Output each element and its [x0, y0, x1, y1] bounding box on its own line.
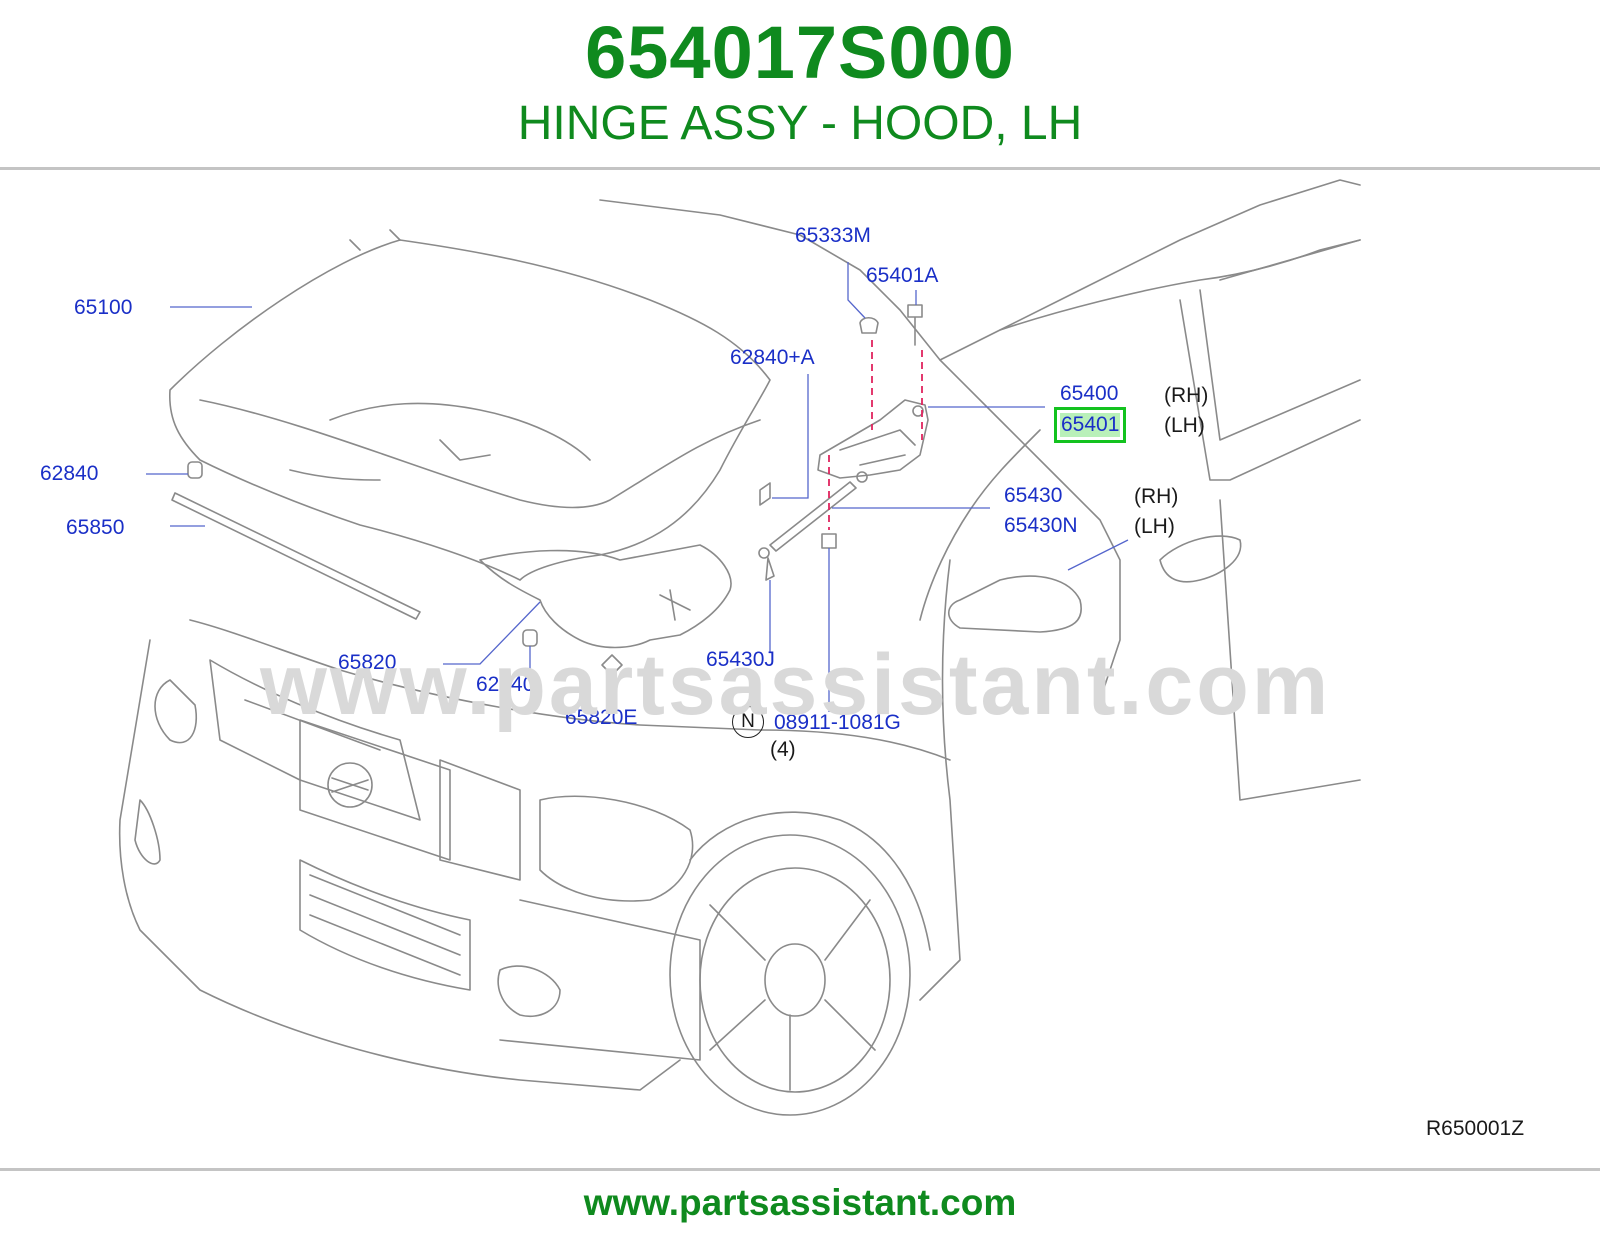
note-badge-n: N: [732, 706, 764, 738]
watermark: www.partsassistant.com: [260, 637, 1332, 733]
vehicle-body: [118, 179, 1361, 1091]
hood-hinge-assembly: [817, 399, 929, 479]
callout-65820E[interactable]: 65820E: [565, 706, 638, 729]
callout-65401A[interactable]: 65401A: [866, 264, 939, 287]
install-guides: [828, 340, 923, 530]
side-label-lh-strut: (LH): [1134, 515, 1175, 538]
small-parts: [187, 304, 923, 691]
part-description: HINGE ASSY - HOOD, LH: [517, 97, 1083, 150]
header-divider: [0, 167, 1600, 170]
callout-65400[interactable]: 65400: [1060, 382, 1119, 405]
callout-65430[interactable]: 65430: [1004, 484, 1063, 507]
hood-strut-65430: [758, 471, 868, 581]
hood-insulator: [479, 544, 732, 649]
footer-url-link[interactable]: www.partsassistant.com: [583, 1182, 1017, 1223]
callout-65820[interactable]: 65820: [338, 651, 397, 674]
front-wheel: [669, 811, 931, 1116]
door-handle: [1159, 535, 1242, 583]
footer-divider: [0, 1168, 1600, 1171]
callout-65401-highlighted[interactable]: 65401: [1053, 407, 1127, 443]
side-label-rh-hinge: (RH): [1164, 384, 1209, 407]
callout-08911-1081G[interactable]: 08911-1081G: [774, 711, 901, 734]
parts-diagram: [118, 179, 1361, 1116]
part-number-title: 654017S000: [585, 11, 1015, 94]
side-label-rh-strut: (RH): [1134, 485, 1179, 508]
callout-65100[interactable]: 65100: [74, 296, 133, 319]
callout-62840-plus-a[interactable]: 62840+A: [730, 346, 815, 369]
side-mirror: [947, 575, 1082, 633]
callout-62840-bottom[interactable]: 62840: [476, 673, 535, 696]
side-label-lh-hinge: (LH): [1164, 414, 1205, 437]
callout-62840-left[interactable]: 62840: [40, 462, 99, 485]
hood-outline: [169, 229, 771, 581]
callout-leaders: [146, 262, 1129, 712]
diagram-reference-code: R650001Z: [1426, 1117, 1525, 1140]
callout-65430J[interactable]: 65430J: [706, 648, 775, 671]
callout-65850[interactable]: 65850: [66, 516, 125, 539]
callout-65333M[interactable]: 65333M: [795, 224, 871, 247]
callout-65430N[interactable]: 65430N: [1004, 514, 1078, 537]
quantity-note: (4): [770, 738, 796, 761]
hood-seal-65850: [171, 492, 421, 620]
